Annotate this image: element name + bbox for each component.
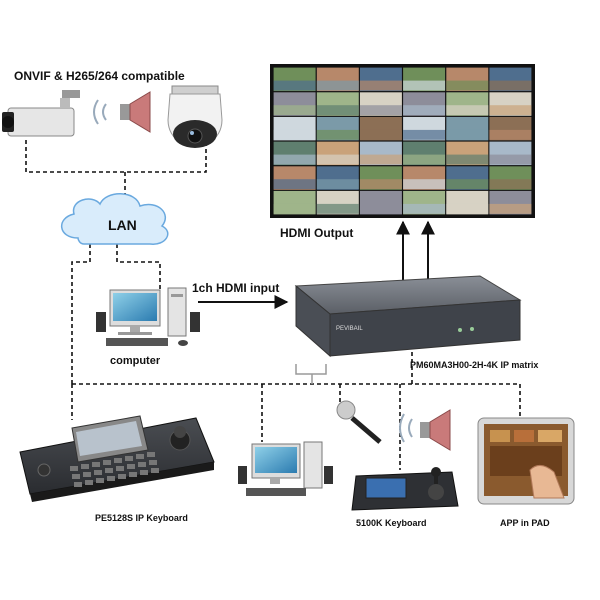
video-tile-detail [273,203,316,214]
video-tile-detail [489,80,532,91]
label-app-pad: APP in PAD [500,518,550,528]
video-tile-detail [489,129,532,140]
video-tile-detail [273,80,316,91]
video-tile-detail [489,179,532,190]
label-hdmi-output: HDMI Output [280,226,353,240]
video-wall [270,64,535,218]
keyboard-key [116,466,124,471]
keyboard-key [127,464,135,469]
video-tile-detail [316,203,359,214]
speaker-icon [93,91,151,133]
video-tile-detail [273,179,316,190]
microphone [336,400,382,444]
video-tile-detail [403,179,446,190]
video-tile-detail [359,105,402,116]
keyboard-key [136,454,144,459]
keyboard-5100k [351,467,459,511]
video-tile-detail [359,203,402,214]
video-tile-detail [446,154,489,165]
ip-matrix-device: PEVIBAIL [294,275,522,358]
keyboard-key [83,472,91,477]
pe5128s-keyboard [19,415,215,502]
video-tile-detail [446,105,489,116]
video-tile-detail [403,203,446,214]
keyboard-key [125,456,133,461]
keyboard-keys [70,452,159,487]
video-tile-detail [446,203,489,214]
lan-to-computer-line [116,244,161,292]
lan-cloud [61,193,169,245]
keyboard-key [140,470,148,475]
video-tile-detail [489,105,532,116]
keyboard-key [107,476,115,481]
label-computer: computer [110,355,161,367]
lan-to-bus-line [71,244,91,384]
video-tile-detail [316,179,359,190]
keyboard-key [147,452,155,457]
keyboard-key [114,458,122,463]
labels: ONVIF & H265/264 compatible LAN HDMI Out… [14,69,550,528]
video-wall-cells [273,67,532,215]
video-tile-detail [316,80,359,91]
video-tile-detail [403,105,446,116]
keyboard-key [96,478,104,483]
label-5100k-keyboard: 5100K Keyboard [356,518,427,528]
video-tile-detail [446,179,489,190]
keyboard-key [149,460,157,465]
video-tile-detail [273,154,316,165]
arrows [198,220,435,309]
keyboard-key [151,468,159,473]
video-tile-detail [489,154,532,165]
label-lan: LAN [108,217,137,233]
video-tile-detail [316,129,359,140]
keyboard-key [74,482,82,487]
video-tile-detail [359,154,402,165]
keyboard-key [103,460,111,465]
matrix-cables [295,364,327,384]
camera-bus-line [25,140,207,173]
device-brand-text: PEVIBAIL [336,326,363,332]
ptz-dome-camera [167,85,223,148]
video-tile-detail [446,129,489,140]
video-tile-detail [489,203,532,214]
video-tile-detail [359,80,402,91]
keyboard-key [118,474,126,479]
video-tile-detail [359,179,402,190]
video-tile-detail [403,154,446,165]
keyboard-key [105,468,113,473]
keyboard-key [138,462,146,467]
video-tile-detail [359,129,402,140]
keyboard-key [70,466,78,471]
keyboard-key [85,480,93,485]
keyboard-key [129,472,137,477]
keyboard-key [72,474,80,479]
box-camera [2,90,80,137]
video-tile-detail [316,105,359,116]
video-tile-detail [316,154,359,165]
label-matrix: PM60MA3H00-2H-4K IP matrix [410,360,538,370]
computer-bottom [238,441,333,496]
label-onvif: ONVIF & H265/264 compatible [14,69,185,83]
video-tile-detail [273,129,316,140]
video-tile-detail [403,129,446,140]
video-tile-detail [403,80,446,91]
video-tile-detail [273,105,316,116]
label-hdmi-input: 1ch HDMI input [192,281,279,295]
tablet-pad [477,417,575,505]
speaker-icon-2 [399,409,451,451]
keyboard-key [92,462,100,467]
keyboard-key [94,470,102,475]
keyboard-key [81,464,89,469]
computer-top [96,287,200,346]
label-ip-keyboard: PE5128S IP Keyboard [95,513,188,523]
video-tile-detail [446,80,489,91]
